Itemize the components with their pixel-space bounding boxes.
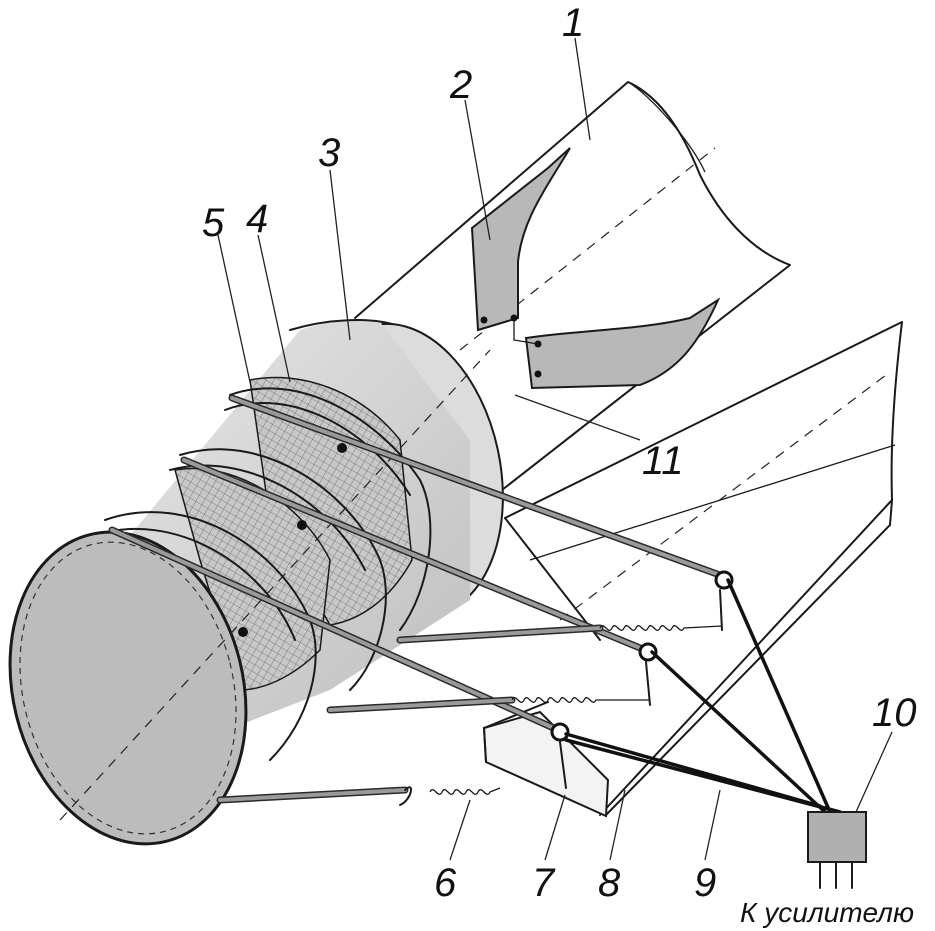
- base-block: [482, 701, 610, 818]
- label-10: 10: [872, 691, 917, 735]
- label-4: 4: [246, 197, 268, 241]
- label-1: 1: [562, 1, 584, 45]
- label-7: 7: [532, 861, 556, 905]
- label-9: 9: [694, 861, 716, 905]
- drum: [8, 319, 504, 846]
- lower-body: [504, 321, 903, 816]
- wires: [564, 578, 842, 814]
- label-11: 11: [642, 439, 684, 483]
- label-3: 3: [318, 131, 340, 175]
- strip-2: [470, 147, 721, 390]
- springs: [429, 625, 723, 795]
- leader-lines: [217, 37, 893, 861]
- connector-box: [807, 811, 867, 889]
- amplifier-caption: К усилителю: [740, 897, 914, 928]
- label-5: 5: [202, 201, 225, 245]
- terminals: [550, 570, 734, 789]
- label-6: 6: [434, 861, 457, 905]
- rods: [108, 394, 732, 806]
- label-2: 2: [449, 63, 472, 107]
- label-8: 8: [598, 861, 621, 905]
